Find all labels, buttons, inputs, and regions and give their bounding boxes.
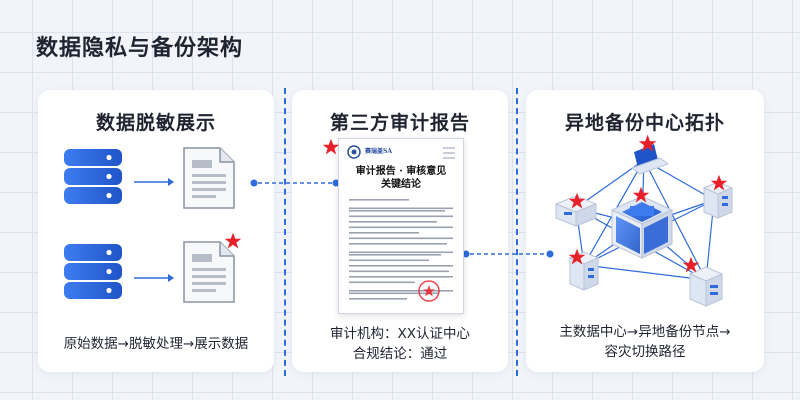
- star-icon: [632, 186, 650, 203]
- star-icon: [638, 134, 657, 152]
- panel-caption: 原始数据→脱敏处理→展示数据: [63, 336, 249, 352]
- database-icon: [64, 149, 122, 204]
- connector-line: [462, 250, 554, 258]
- star-icon: [682, 256, 700, 273]
- arrow-right-icon: [134, 178, 174, 186]
- star-icon: [568, 248, 586, 265]
- separator-line: [284, 88, 286, 376]
- panel-caption-result: 合规结论：通过: [352, 346, 448, 362]
- star-icon: [568, 192, 586, 209]
- panel-title: 第三方审计报告: [329, 112, 470, 134]
- star-icon: [224, 232, 242, 249]
- report-body-text: [349, 199, 453, 300]
- database-icon: [64, 244, 122, 299]
- backup-building-icon: [702, 181, 734, 219]
- report-side-text: [443, 147, 455, 159]
- report-logo-text: 赛瑞盖SA: [365, 148, 392, 155]
- logo-icon: [347, 145, 361, 159]
- star-icon: [710, 174, 728, 191]
- panel-title: 异地备份中心拓扑: [564, 112, 725, 134]
- connector-line: [250, 179, 340, 187]
- panel-caption-path: 主数据中心→异地备份节点→: [559, 324, 731, 340]
- audit-report-document: 赛瑞盖SA 审计报告 · 审核意见 关键结论: [338, 138, 464, 314]
- panel-audit-report: 第三方审计报告 审计机构：XX认证中心 合规结论：通过: [292, 90, 508, 372]
- report-title-line1: 审计报告: [355, 166, 396, 177]
- panel-offsite-backup: 异地备份中心拓扑 主数据中心→异地备份节点→ 容灾切换路径: [526, 90, 764, 372]
- document-icon: [183, 147, 235, 209]
- star-icon: [322, 138, 340, 155]
- seal-stamp-icon: [418, 280, 440, 302]
- backup-building-icon: [688, 266, 724, 307]
- panel-data-masking: 数据脱敏展示 原始数据→脱敏处理→展示数据: [38, 90, 274, 372]
- panel-caption-path-2: 容灾切换路径: [604, 344, 686, 360]
- separator-line: [516, 88, 518, 376]
- report-title: 审计报告 · 审核意见 关键结论: [355, 166, 447, 190]
- arrow-right-icon: [134, 274, 174, 282]
- document-icon: [183, 241, 235, 303]
- panel-title: 数据脱敏展示: [95, 112, 216, 134]
- main-datacenter-icon: [610, 195, 674, 259]
- panel-caption-org: 审计机构：XX认证中心: [330, 326, 470, 342]
- report-title-line2: 关键结论: [381, 179, 421, 190]
- backup-topology-diagram: [554, 134, 734, 307]
- page-title: 数据隐私与备份架构: [36, 36, 244, 61]
